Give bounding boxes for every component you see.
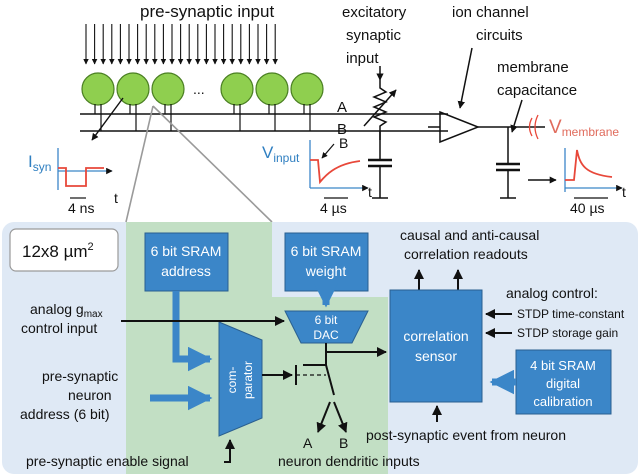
- top-schematic: pre-synaptic input ... A B excitatory sy…: [28, 2, 626, 223]
- sram-address-label-2: address: [161, 263, 211, 279]
- output-b-arrow: [333, 401, 348, 433]
- correlation-sensor-label-1: correlation: [403, 328, 468, 344]
- v-membrane-time-label: 40 µs: [570, 200, 605, 216]
- presyn-address-label-2: neuron: [68, 387, 112, 403]
- output-a-arrow: [316, 401, 331, 433]
- membrane-wave-mark-1: [528, 117, 533, 137]
- presynaptic-input-arrows: [83, 24, 278, 65]
- presyn-address-label-1: pre-synaptic: [42, 368, 118, 384]
- presynaptic-neurons: [81, 72, 324, 131]
- dendritic-inputs-label: neuron dendritic inputs: [278, 453, 420, 469]
- bottom-panel: 12x8 µm2 6 bit SRAM address 6 bit SRAM w…: [2, 222, 638, 474]
- sram-weight-label-1: 6 bit SRAM: [291, 243, 362, 259]
- causal-readout-label-2: correlation readouts: [404, 246, 528, 262]
- ellipsis-label: ...: [193, 81, 205, 97]
- presynaptic-neuron: [151, 72, 185, 106]
- i-syn-t-label: t: [114, 190, 118, 206]
- analog-gmax-label: analog gmax: [30, 301, 103, 320]
- comparator-label-1: com-: [225, 367, 239, 394]
- i-syn-label: Isyn: [28, 152, 51, 174]
- presyn-address-label-3: address (6 bit): [20, 406, 109, 422]
- comparator-block: [218, 321, 263, 437]
- v-input-label: Vinput: [262, 143, 300, 165]
- v-input-t-label: t: [368, 184, 372, 200]
- i-syn-pointer-arrow: [91, 97, 124, 141]
- analog-control-label: analog control:: [506, 285, 598, 301]
- membrane-cap-label-1: membrane: [497, 59, 569, 76]
- presynaptic-neuron: [116, 72, 150, 106]
- node-a-label: A: [337, 99, 347, 116]
- size-box: [9, 228, 119, 272]
- presynaptic-neuron: [81, 72, 115, 106]
- v-input-time-label: 4 µs: [320, 200, 347, 216]
- v-membrane-label: Vmembrane: [549, 117, 619, 139]
- membrane-cap-label-2: capacitance: [497, 82, 577, 99]
- membrane-cap-arrow: [510, 99, 523, 133]
- ion-channel-arrow: [457, 47, 473, 109]
- sram-address-label-1: 6 bit SRAM: [151, 243, 222, 259]
- stdp-storage-gain-label: STDP storage gain: [517, 326, 618, 340]
- calibration-label-2: digital: [546, 376, 580, 391]
- causal-readout-label-1: causal and anti-causal: [400, 227, 539, 243]
- variable-resistor-arrow: [363, 89, 397, 127]
- comparator-label-2: parator: [241, 361, 255, 399]
- excitatory-label-2: synaptic: [346, 27, 402, 44]
- enable-arrow: [224, 439, 235, 463]
- v-membrane-trace: [565, 149, 613, 181]
- stdp-time-constant-label: STDP time-constant: [517, 307, 625, 321]
- variable-resistor: [372, 80, 388, 140]
- sram-address-block: [144, 232, 229, 292]
- address-to-comparator-arrow: [172, 291, 213, 372]
- dac-label-1: 6 bit: [315, 313, 338, 327]
- dac-label-2: DAC: [313, 328, 339, 342]
- zoom-guide-right: [152, 105, 273, 223]
- presynaptic-input-label: pre-synaptic input: [140, 2, 274, 21]
- membrane-wave-mark-2: [534, 114, 539, 140]
- i-syn-trace: [58, 167, 104, 187]
- correlation-sensor-label-2: sensor: [415, 348, 457, 364]
- ion-channel-label-1: ion channel: [452, 4, 529, 21]
- excitatory-label-3: input: [346, 50, 379, 67]
- ion-channel-label-2: circuits: [476, 27, 523, 44]
- size-label: 12x8 µm2: [22, 241, 94, 261]
- amplifier-symbol: [439, 110, 481, 144]
- correlation-sensor-block: [389, 289, 483, 403]
- v-membrane-t-label: t: [622, 184, 626, 200]
- presyn-enable-label: pre-synaptic enable signal: [26, 453, 189, 469]
- presynaptic-neuron: [255, 72, 289, 106]
- calibration-label-1: 4 bit SRAM: [530, 358, 596, 373]
- v-input-b-arrow: [321, 143, 335, 159]
- sram-weight-label-2: weight: [305, 263, 347, 279]
- v-input-trace: [310, 159, 361, 185]
- v-input-b-marker: B: [339, 135, 348, 151]
- sram-weight-block: [284, 232, 369, 292]
- i-syn-time-label: 4 ns: [68, 200, 94, 216]
- dac-block: [284, 310, 369, 344]
- node-b-label: B: [337, 121, 347, 138]
- output-a-label: A: [303, 435, 313, 451]
- calibration-label-3: calibration: [533, 394, 592, 409]
- excitatory-label-1: excitatory: [342, 4, 407, 21]
- presynaptic-neuron: [220, 72, 254, 106]
- zoom-guide-left: [125, 105, 154, 223]
- presynaptic-neuron: [290, 72, 324, 106]
- analog-gmax-label-2: control input: [21, 320, 97, 336]
- output-b-label: B: [339, 435, 348, 451]
- post-event-label: post-synaptic event from neuron: [366, 427, 566, 443]
- switch-blade: [325, 364, 335, 396]
